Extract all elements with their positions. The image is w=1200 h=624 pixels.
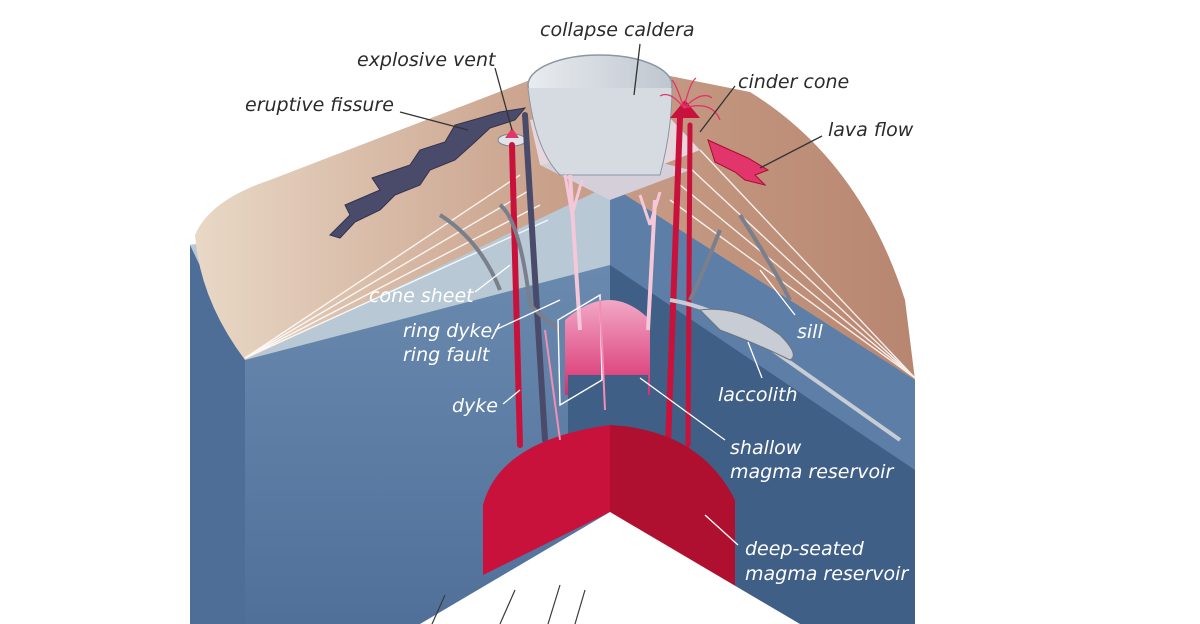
- leader-cone-sheet: [474, 264, 511, 293]
- label-laccolith: laccolith: [718, 384, 798, 406]
- lava-flow: [707, 139, 770, 186]
- label-cinder-cone: cinder cone: [738, 71, 849, 93]
- feeder-conduits: [509, 112, 693, 448]
- cone-sheets: [438, 203, 792, 332]
- label-ring-dyke-1: ring dyke/: [403, 320, 501, 342]
- leader-ring-dyke: [494, 299, 561, 331]
- deep-feed-lines: [431, 584, 586, 624]
- leader-collapse-caldera: [633, 43, 641, 96]
- leader-cinder-cone: [699, 85, 736, 133]
- label-shallow-2: magma reservoir: [730, 461, 894, 483]
- leader-sill: [759, 269, 796, 316]
- leader-explosive-vent: [494, 67, 513, 131]
- strata-lines: [244, 149, 916, 379]
- labels: collapse caldera explosive vent eruptive…: [245, 19, 914, 585]
- label-deep-2: magma reservoir: [745, 563, 909, 585]
- leader-deep-reservoir: [704, 514, 739, 546]
- surface-top: [195, 66, 915, 381]
- deep-magma-reservoir: [483, 425, 735, 595]
- leader-laccolith: [747, 341, 763, 379]
- label-collapse-caldera: collapse caldera: [540, 19, 695, 41]
- laccolith: [698, 308, 794, 361]
- leader-eruptive-fissure: [399, 111, 469, 131]
- ring-dyke: [544, 299, 606, 441]
- dyke-explosive-vent: [509, 142, 523, 448]
- label-shallow-1: shallow: [730, 437, 802, 459]
- label-deep-1: deep-seated: [745, 538, 865, 560]
- dyke-cinder-cone-1: [665, 115, 683, 448]
- label-ring-dyke-2: ring fault: [403, 344, 491, 366]
- leader-shallow-reservoir: [639, 377, 726, 441]
- label-lava-flow: lava flow: [828, 119, 914, 141]
- label-cone-sheet: cone sheet: [369, 285, 475, 307]
- leader-lines: [399, 43, 823, 546]
- eruptive-fissure: [329, 107, 527, 239]
- explosive-vent: [497, 128, 527, 147]
- sill-laccolith: [669, 298, 902, 442]
- caldera: [527, 54, 673, 176]
- dyke-fissure: [522, 112, 548, 443]
- ring-dyke-outline: [557, 293, 603, 407]
- label-dyke: dyke: [452, 395, 498, 417]
- label-sill: sill: [797, 321, 823, 343]
- leader-dyke: [502, 389, 521, 405]
- cinder-cone: [659, 77, 721, 121]
- leader-lava-flow: [759, 135, 823, 169]
- cutaway-notch: [420, 512, 800, 624]
- label-eruptive-fissure: eruptive fissure: [245, 94, 394, 116]
- dyke-cinder-cone-2: [685, 122, 693, 448]
- label-explosive-vent: explosive vent: [357, 49, 497, 71]
